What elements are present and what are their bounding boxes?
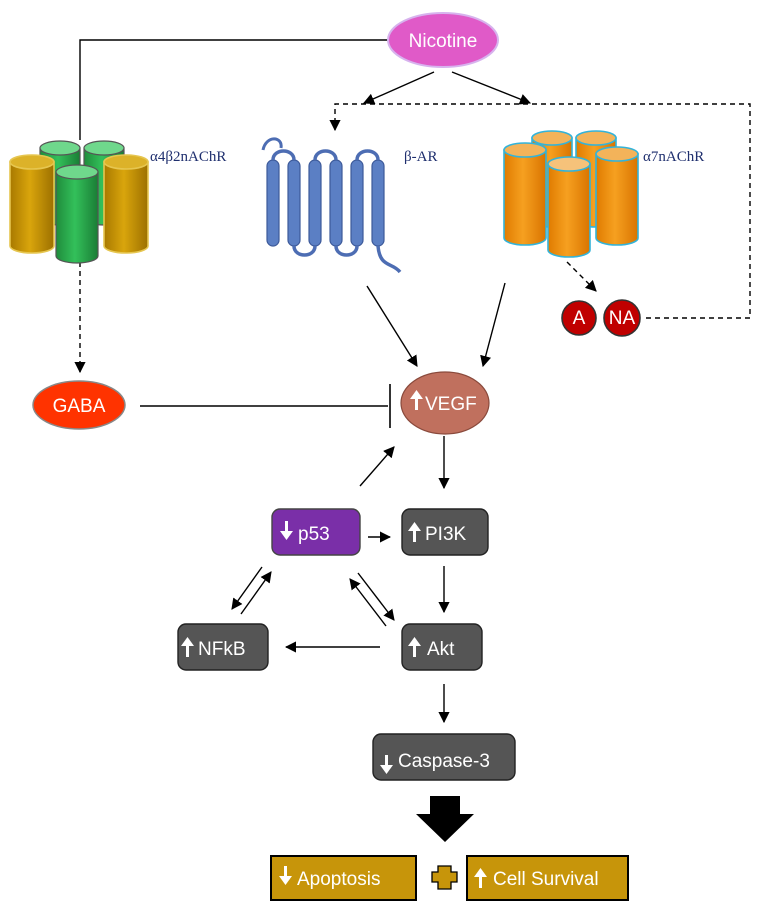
- pi3k-label: PI3K: [425, 524, 467, 545]
- a7-to-a-na-arrow: [566, 261, 597, 292]
- vegf-node: VEGF: [400, 371, 490, 435]
- p53-node: p53: [271, 508, 361, 556]
- p53-to-vegf-arrow: [359, 446, 395, 487]
- noradrenaline-node: NA: [603, 299, 641, 337]
- vegf-label: VEGF: [425, 394, 477, 415]
- apoptosis-label: Apoptosis: [297, 869, 380, 890]
- akt-to-p53-arrow: [349, 578, 387, 627]
- noradrenaline-label: NA: [609, 308, 636, 329]
- nfkb-node: NFkB: [177, 623, 269, 671]
- nicotine-label: Nicotine: [409, 31, 478, 52]
- p53-to-akt-arrow: [357, 572, 395, 621]
- up-arrow-icon: [408, 522, 421, 542]
- apoptosis-node: Apoptosis: [270, 855, 417, 901]
- nicotine-node: Nicotine: [387, 12, 499, 68]
- akt-label: Akt: [427, 639, 455, 660]
- pi3k-node: PI3K: [401, 508, 489, 556]
- up-arrow-icon: [181, 637, 194, 657]
- p53-to-nfkb-arrow: [231, 566, 263, 610]
- gaba-label: GABA: [53, 396, 106, 417]
- akt-node: Akt: [401, 623, 483, 671]
- a-na-feedback-dashed-line: [329, 103, 751, 319]
- up-arrow-icon: [474, 868, 487, 888]
- connectors: [74, 39, 751, 724]
- nfkb-to-p53-arrow: [240, 571, 272, 615]
- a7-label: α7nAChR: [643, 149, 704, 165]
- down-arrow-icon: [279, 866, 292, 885]
- up-arrow-icon: [410, 390, 423, 410]
- caspase3-label: Caspase-3: [398, 751, 490, 772]
- cell-survival-label: Cell Survival: [493, 869, 599, 890]
- down-arrow-icon: [380, 755, 393, 774]
- nicotine-to-a4b2-line: [79, 39, 388, 140]
- a7-receptor-icon: [503, 130, 639, 258]
- plus-icon: [431, 865, 458, 890]
- big-down-arrow-icon: [416, 796, 474, 842]
- nfkb-label: NFkB: [198, 639, 246, 660]
- p53-label: p53: [298, 524, 330, 545]
- a4b2-label: α4β2nAChR: [150, 149, 226, 165]
- cell-survival-node: Cell Survival: [466, 855, 629, 901]
- beta-ar-label: β-AR: [404, 149, 437, 165]
- a4b2-receptor-icon: [9, 140, 149, 264]
- nicotine-to-beta-ar-arrow: [362, 71, 435, 105]
- nicotine-to-a7-arrow: [451, 71, 532, 105]
- down-arrow-icon: [280, 521, 293, 540]
- beta-ar-to-vegf-arrow: [366, 285, 418, 367]
- adrenaline-node: A: [561, 300, 597, 336]
- adrenaline-label: A: [573, 308, 586, 329]
- up-arrow-icon: [408, 637, 421, 657]
- gaba-node: GABA: [32, 380, 126, 430]
- a7-to-vegf-arrow: [480, 282, 506, 368]
- caspase3-node: Caspase-3: [372, 733, 516, 781]
- beta-ar-receptor-icon: [261, 137, 402, 274]
